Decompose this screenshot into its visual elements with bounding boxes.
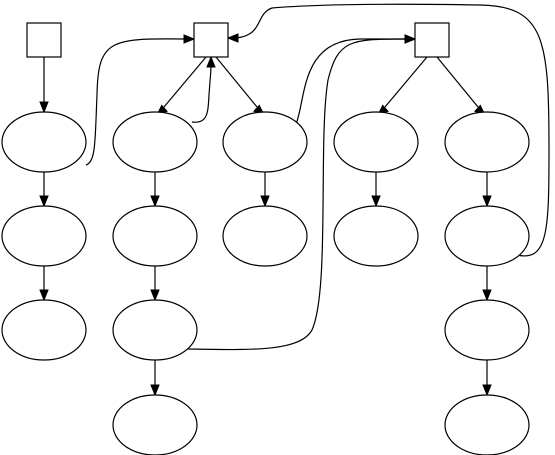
arrowhead-icon [184,35,194,43]
arrowhead-icon [151,196,159,206]
arrowhead-icon [483,196,491,206]
edge-b3-to-sq3 [188,35,415,350]
arrowhead-icon [207,57,215,67]
edge-e1-to-e2 [483,172,491,206]
ellipse-node-c2 [223,206,307,266]
arrowhead-icon [483,385,491,395]
arrowhead-icon [405,35,415,43]
edge-sq2-to-c1 [216,57,264,115]
ellipse-node-c1 [223,112,307,172]
ellipse-node-b4 [113,395,197,455]
box-node-sq2 [194,23,228,57]
box-node-sq1 [27,23,61,57]
edge-sq2-to-b1 [157,57,206,115]
ellipse-node-e4 [445,395,529,455]
ellipse-node-a2 [2,206,86,266]
arrowhead-icon [372,196,380,206]
arrowhead-icon [40,290,48,300]
ellipse-node-e3 [445,300,529,360]
edge-line [216,57,257,107]
edge-c1-to-c2 [261,172,269,206]
edge-sq1-to-a1 [40,57,48,112]
edge-line [437,57,478,107]
arrowhead-icon [151,385,159,395]
box-node-sq3 [415,23,449,57]
edge-b2-to-b3 [151,266,159,300]
ellipse-node-a3 [2,300,86,360]
ellipse-node-e2 [445,206,529,266]
edge-sq3-to-e1 [437,57,485,115]
arrowhead-icon [261,196,269,206]
arrowhead-icon [228,34,238,42]
edge-d1-to-d2 [372,172,380,206]
ellipse-node-b3 [113,300,197,360]
arrowhead-icon [483,290,491,300]
ellipse-node-a1 [2,112,86,172]
edge-line [192,66,211,122]
ellipse-node-d1 [334,112,418,172]
edge-line [385,57,427,107]
ellipse-node-e1 [445,112,529,172]
edge-b1-to-b2 [151,172,159,206]
nodes-layer [2,23,529,455]
ellipse-node-d2 [334,206,418,266]
edge-line [164,57,206,107]
edge-b1-to-sq2 [192,57,215,122]
arrowhead-icon [40,196,48,206]
edge-e2-to-e3 [483,266,491,300]
edge-line [188,39,405,350]
ellipse-node-b2 [113,206,197,266]
edge-a1-to-a2 [40,172,48,206]
ellipse-node-b1 [113,112,197,172]
edge-c1-to-sq3 [296,35,415,124]
edge-sq3-to-d1 [378,57,427,115]
edge-a2-to-a3 [40,266,48,300]
arrowhead-icon [40,102,48,112]
edge-b3-to-b4 [151,360,159,395]
edge-e3-to-e4 [483,360,491,395]
arrowhead-icon [151,290,159,300]
